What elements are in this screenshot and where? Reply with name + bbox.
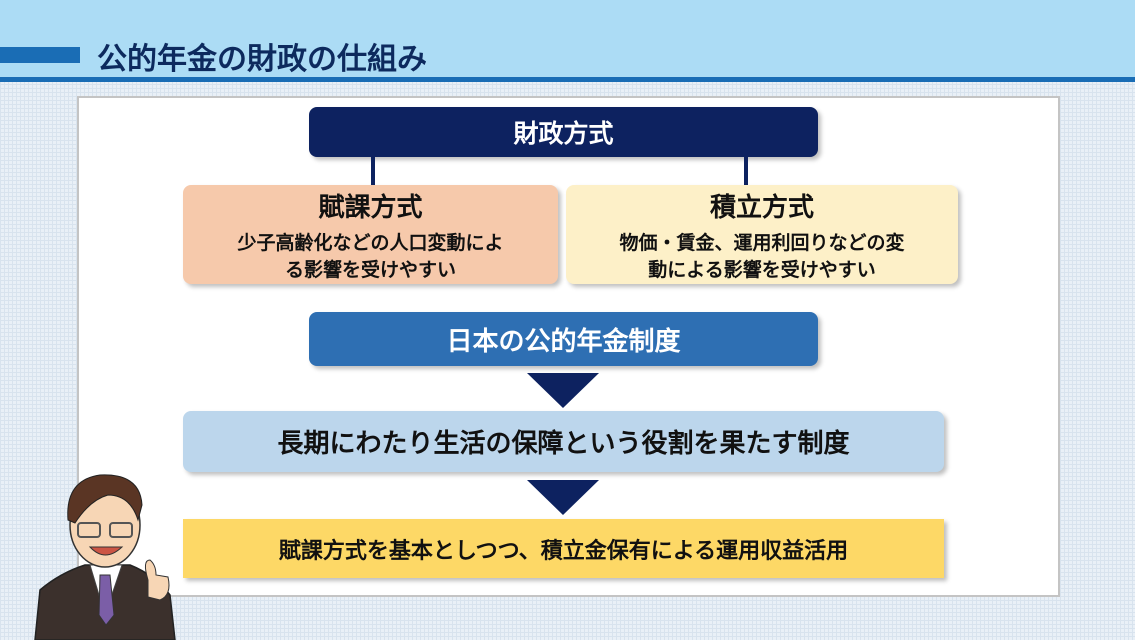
arrow-down-icon (527, 480, 599, 515)
conclusion-label: 賦課方式を基本としつつ、積立金保有による運用収益活用 (278, 538, 849, 564)
root-label: 財政方式 (513, 119, 614, 148)
funded-title: 積立方式 (709, 193, 814, 223)
presenter-illustration (34, 474, 176, 640)
conclusion-box: 賦課方式を基本としつつ、積立金保有による運用収益活用 (183, 519, 944, 578)
root-box: 財政方式 (309, 107, 818, 157)
funded-box: 積立方式 物価・賃金、運用利回りなどの変 動による影響を受けやすい (566, 185, 958, 284)
connector-right (744, 157, 748, 185)
header-bar (0, 0, 1135, 78)
role-label: 長期にわたり生活の保障という役割を果たす制度 (277, 429, 850, 459)
header-divider (0, 77, 1135, 82)
page-title: 公的年金の財政の仕組み (97, 42, 427, 77)
paygo-box: 賦課方式 少子高齢化などの人口変動によ る影響を受けやすい (183, 185, 558, 284)
system-box: 日本の公的年金制度 (309, 312, 818, 366)
paygo-title: 賦課方式 (318, 193, 423, 223)
connector-left (371, 157, 375, 185)
funded-desc-2: 動による影響を受けやすい (648, 259, 876, 281)
paygo-desc-2: る影響を受けやすい (284, 259, 456, 281)
title-accent-bar (0, 47, 80, 63)
paygo-desc-1: 少子高齢化などの人口変動によ (237, 232, 504, 254)
system-label: 日本の公的年金制度 (446, 326, 681, 357)
arrow-down-icon (527, 373, 599, 408)
role-box: 長期にわたり生活の保障という役割を果たす制度 (183, 411, 944, 472)
funded-desc-1: 物価・賃金、運用利回りなどの変 (619, 232, 905, 254)
